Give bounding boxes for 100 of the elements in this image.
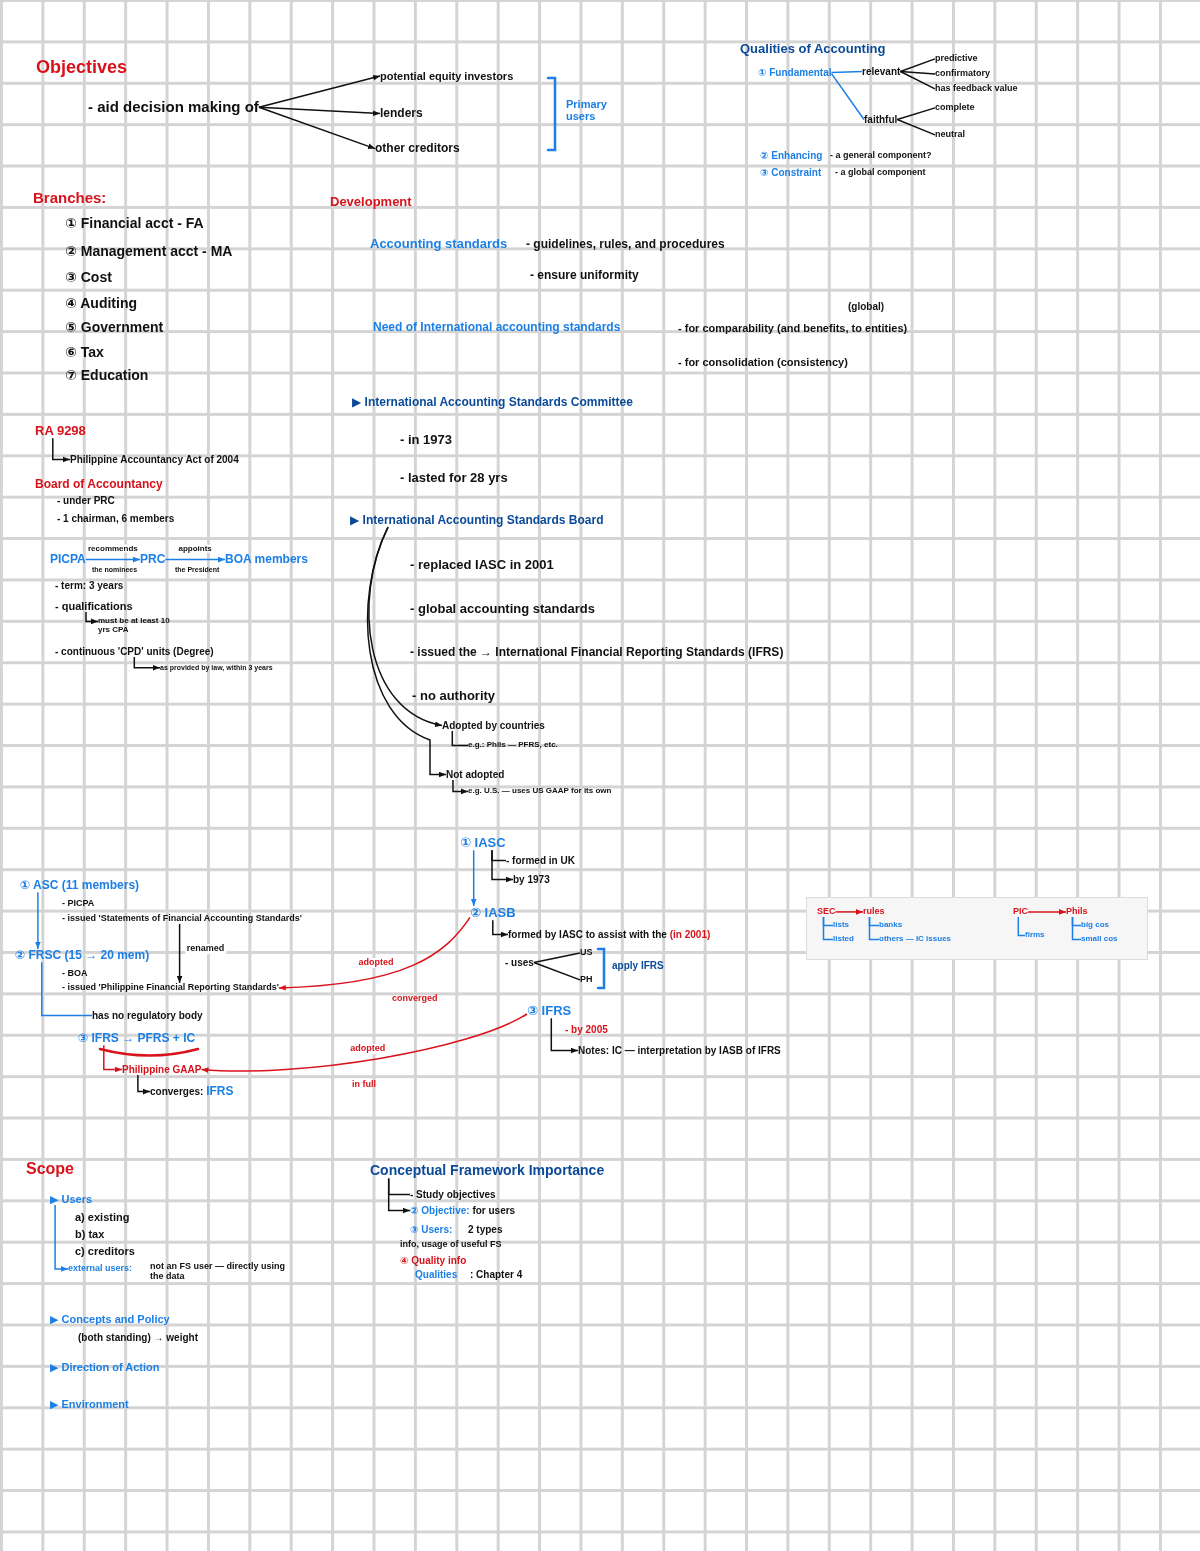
heading: Conceptual Framework Importance [370, 1163, 605, 1179]
note-text: - issued 'Philippine Financial Reporting Standards' [62, 983, 279, 993]
arrow [834, 909, 864, 915]
note-text: - a global component [835, 168, 926, 178]
note-text: converged [392, 994, 438, 1004]
note-text: ▶ Environment [50, 1398, 129, 1411]
note-text: - PICPA [62, 899, 95, 909]
note-text: faithful [864, 114, 898, 125]
note-text: : Chapter 4 [470, 1269, 523, 1280]
note-text: PH [580, 975, 593, 985]
arrow [85, 611, 99, 625]
edge-label: appoints [176, 544, 214, 553]
heading: RA 9298 [35, 424, 86, 439]
note-text: ③ Users: [410, 1224, 453, 1235]
heading: ① IASC [460, 836, 506, 851]
note-text: - replaced IASC in 2001 [410, 558, 554, 573]
connector-line [896, 107, 936, 121]
note-text: - uses [505, 957, 534, 968]
note-text: Philippine GAAP [122, 1064, 202, 1075]
note-text: Need of International accounting standards [373, 321, 621, 335]
heading: ③ IFRS [527, 1004, 572, 1019]
arrow [85, 556, 141, 563]
list-item: complete [935, 103, 975, 113]
note-text: has no regulatory body [92, 1010, 203, 1021]
arrow [470, 849, 477, 907]
heading: ② IASB [470, 906, 516, 921]
list-item: confirmatory [935, 69, 990, 79]
note-text: 2 types [468, 1224, 503, 1235]
note-text: ▶ Users [50, 1193, 93, 1206]
list-item: neutral [935, 130, 965, 140]
connector-line [896, 118, 936, 136]
note-text: - for comparability (and benefits, to entities) [678, 322, 908, 335]
arrow [52, 437, 71, 463]
heading: Development [330, 195, 412, 210]
note-text: Qualities [415, 1269, 458, 1280]
arrow [550, 1017, 579, 1054]
note-text: - lasted for 28 yrs [400, 471, 508, 486]
note-text: - BOA [62, 969, 88, 979]
list-item: has feedback value [935, 84, 1018, 94]
list-item: ③ Cost [65, 270, 112, 286]
connector-line [1071, 916, 1082, 941]
list-item: other creditors [375, 142, 460, 156]
note-text: lists [833, 921, 849, 930]
note-text: formed by IASC to assist with the (in 2001) [508, 929, 711, 940]
list-item: ④ Auditing [65, 296, 137, 312]
note-text: - ensure uniformity [530, 269, 639, 283]
note-text: - issued the → International Financial Reporting Standards (IFRS) [410, 646, 784, 660]
note-text: - qualifications [55, 600, 133, 613]
note-text: PIC [1013, 907, 1028, 917]
arrow [103, 1044, 123, 1073]
note-text: - no authority [412, 689, 496, 704]
note-text: Accounting standards [370, 237, 508, 252]
curved-arrow [278, 916, 471, 991]
arrow [35, 891, 41, 950]
arrow [54, 1204, 69, 1272]
note-text: - guidelines, rules, and procedures [526, 238, 725, 252]
note-text: firms [1025, 931, 1045, 940]
note-text: - by 2005 [565, 1024, 608, 1035]
note-text: listed [833, 935, 854, 944]
note-text: - under PRC [57, 495, 115, 506]
note-text: (both standing) → weight [78, 1332, 198, 1343]
edge-label: recommends [86, 544, 140, 553]
note-text: e.g. U.S. — uses US GAAP for its own [468, 787, 612, 796]
note-text: ▶ Concepts and Policy [50, 1313, 170, 1326]
connector-line [899, 58, 936, 73]
list-item: c) creditors [75, 1245, 135, 1258]
note-text: US [580, 948, 593, 958]
note-text: Not adopted [446, 769, 505, 780]
arrow [133, 656, 161, 671]
connector-line [830, 72, 865, 121]
curved-arrow [367, 526, 447, 778]
arrow [164, 556, 226, 563]
arrow [492, 919, 509, 938]
list-item: ⑦ Education [65, 368, 149, 384]
list-item: b) tax [75, 1228, 105, 1241]
note-text: Philippine Accountancy Act of 2004 [70, 454, 239, 465]
note-text: apply IFRS [612, 960, 664, 971]
note-text: info, usage of useful FS [400, 1240, 502, 1250]
note-text: Adopted by countries [442, 720, 545, 731]
list-item: ⑥ Tax [65, 345, 104, 361]
note-text: others — IC issues [879, 935, 952, 944]
note-text: - continuous 'CPD' units (Degree) [55, 646, 214, 657]
heading: Qualities of Accounting [740, 42, 886, 57]
note-text: - Study objectives [410, 1189, 496, 1200]
edge-label: renamed [184, 944, 227, 955]
arrow [387, 1177, 411, 1214]
note-panel [806, 897, 1148, 960]
list-item: potential equity investors [380, 70, 514, 83]
heading: Scope [26, 1160, 74, 1178]
connector-line [822, 916, 834, 941]
note-text: ③ Constraint [760, 167, 822, 178]
connector-line [868, 916, 880, 941]
note-text: - term: 3 years [55, 580, 124, 591]
note-text: in full [352, 1080, 376, 1090]
note-text: BOA members [225, 553, 308, 567]
note-text: (global) [848, 301, 885, 312]
note-text: SEC [817, 907, 836, 917]
note-text: - aid decision making of [88, 99, 259, 116]
edge-label: adopted [356, 958, 396, 969]
connector-line [899, 70, 936, 90]
